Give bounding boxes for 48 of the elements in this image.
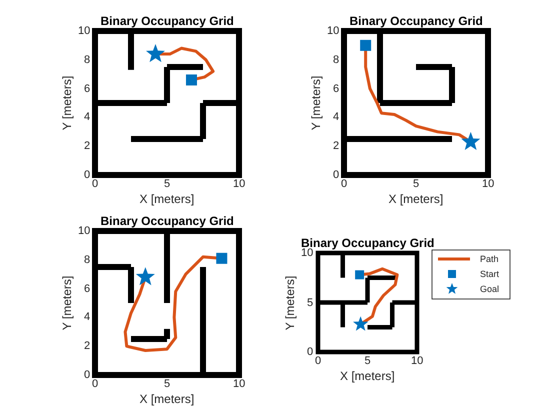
y-axis-label: Y [meters]: [283, 275, 298, 330]
x-axis-label: X [meters]: [140, 192, 194, 206]
x-tick-label: 10: [482, 178, 494, 190]
x-tick-label: 10: [233, 378, 246, 390]
y-axis-label: Y [meters]: [309, 76, 324, 130]
y-tick-label: 2: [84, 340, 90, 352]
y-tick-label: 8: [84, 254, 90, 266]
legend-label: Goal: [480, 284, 500, 294]
x-tick-label: 10: [233, 178, 246, 190]
x-tick-label: 0: [92, 378, 98, 390]
y-tick-label: 0: [84, 369, 90, 381]
y-tick-label: 0: [84, 169, 90, 181]
x-tick-label: 0: [92, 178, 98, 190]
y-axis-label: Y [meters]: [60, 276, 74, 330]
chart-title: Binary Occupancy Grid: [100, 14, 234, 28]
y-tick-label: 4: [84, 111, 90, 124]
y-tick-label: 2: [333, 140, 340, 152]
y-tick-label: 6: [84, 282, 90, 295]
chart-title: Binary Occupancy Grid: [350, 14, 483, 28]
y-tick-label: 0: [333, 169, 340, 181]
y-axis-label: Y [meters]: [60, 76, 74, 130]
y-tick-label: 8: [333, 54, 340, 66]
y-tick-label: 4: [84, 311, 90, 324]
x-axis-label: X [meters]: [140, 392, 194, 406]
x-tick-label: 5: [413, 178, 420, 190]
x-tick-label: 5: [164, 178, 170, 190]
x-tick-label: 5: [164, 378, 170, 390]
x-tick-label: 10: [411, 355, 424, 367]
y-tick-label: 2: [84, 140, 90, 152]
x-axis-label: X [meters]: [340, 369, 395, 383]
chart-title: Binary Occupancy Grid: [100, 214, 234, 228]
y-tick-label: 6: [84, 82, 90, 95]
x-tick-label: 0: [315, 355, 322, 367]
legend-label: Start: [480, 269, 500, 279]
x-tick-label: 0: [341, 178, 348, 190]
y-tick-label: 5: [307, 296, 314, 308]
y-tick-label: 10: [327, 25, 340, 37]
legend-label: Path: [480, 254, 499, 264]
y-tick-label: 4: [333, 111, 340, 124]
y-tick-label: 10: [78, 225, 90, 237]
y-tick-label: 10: [78, 25, 90, 37]
chart-title: Binary Occupancy Grid: [301, 236, 434, 250]
y-tick-label: 8: [84, 54, 90, 66]
y-tick-label: 6: [333, 82, 340, 95]
x-tick-label: 5: [364, 355, 371, 367]
y-tick-label: 10: [301, 247, 314, 259]
y-tick-label: 0: [307, 346, 314, 358]
x-axis-label: X [meters]: [388, 192, 444, 206]
